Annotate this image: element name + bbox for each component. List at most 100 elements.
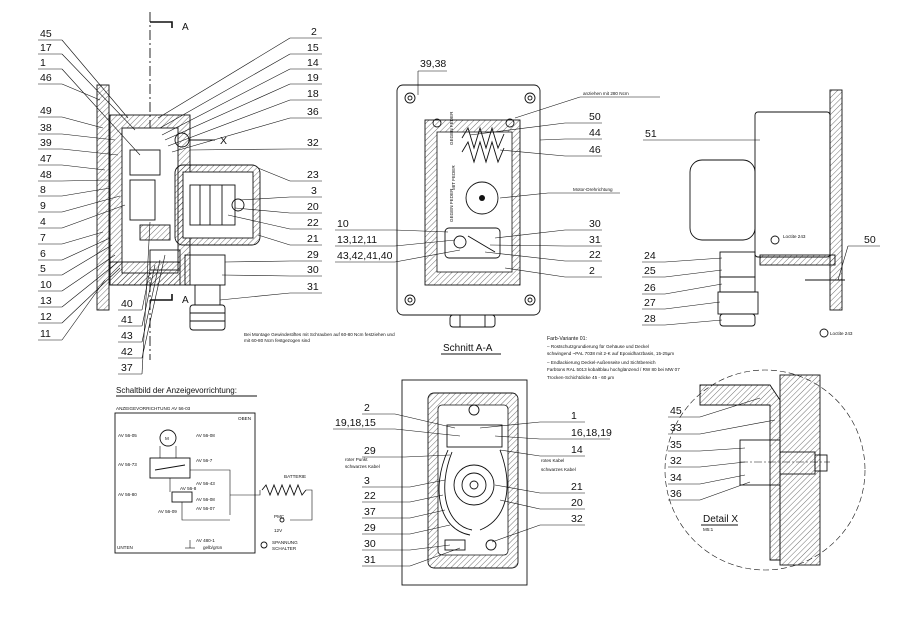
label: 51 <box>645 128 657 140</box>
label: AV 56-07 <box>196 506 215 511</box>
label: 22 <box>589 249 601 261</box>
label: 13,12,11 <box>337 234 377 246</box>
label: 2 <box>589 265 595 277</box>
label: AV 56-09 <box>158 509 177 514</box>
label: 29 <box>364 522 376 534</box>
label: BATTERIE <box>284 474 306 479</box>
label: 45 <box>40 28 52 40</box>
schematic-title: Schaltbild der Anzeigevorrichtung: <box>116 386 237 395</box>
label: 8 <box>40 184 46 196</box>
label: 1 <box>571 410 577 422</box>
schematic-view: Schaltbild der Anzeigevorrichtung: ANZEI… <box>114 386 313 554</box>
label: 48 <box>40 169 52 181</box>
label: 12V <box>274 528 283 533</box>
detail-x-scale: M5:1 <box>703 527 714 532</box>
main-section-view: A A X Bei Montage Gewindestiftes mit Sch… <box>96 12 395 360</box>
label: 40 <box>121 298 133 310</box>
label: 45 <box>670 405 682 417</box>
label: AV 56-73 <box>118 462 137 467</box>
label: 30 <box>307 264 319 276</box>
label: 50 <box>864 234 876 246</box>
paint-line: – Rostschutzgrundierung für Gehäuse und … <box>547 344 649 349</box>
label: M <box>165 436 169 441</box>
label: 35 <box>670 439 682 451</box>
label: 31 <box>307 281 319 293</box>
label: 2 <box>364 402 370 414</box>
mount-note: Bei Montage Gewindestiftes mit Schrauben… <box>244 332 395 337</box>
paint-line: – Endlackierung Deckel-Außenseite und Si… <box>547 360 656 365</box>
label: 23 <box>307 169 319 181</box>
wire-note: schwarzes Kabel <box>541 467 576 472</box>
label: 4 <box>40 216 46 228</box>
label: 10 <box>337 218 349 230</box>
label: 25 <box>644 265 656 277</box>
paint-line: schwingend ~PAL 7038 mit 2-K auf Epoxidh… <box>547 351 674 356</box>
label: 9 <box>40 200 46 212</box>
detail-x-title: Detail X <box>703 514 738 525</box>
label: 46 <box>589 144 601 156</box>
label: 24 <box>644 250 656 262</box>
label: 14 <box>307 57 319 69</box>
label: AV 56-8 <box>180 486 197 491</box>
label: 44 <box>589 127 601 139</box>
label: 33 <box>670 422 682 434</box>
label: 31 <box>589 234 601 246</box>
detail-x-view: 45 33 35 32 34 36 Detail X M5:1 <box>664 369 866 571</box>
label: 42 <box>121 346 133 358</box>
schematic-subtitle: ANZEIGEVORRICHTUNG AV 56-03 <box>116 406 191 411</box>
label: AV 56-08 <box>196 497 215 502</box>
label: SCHALTER <box>272 546 297 551</box>
label: 32 <box>571 513 583 525</box>
label: 30 <box>589 218 601 230</box>
label: 26 <box>644 282 656 294</box>
label: 12 <box>40 311 52 323</box>
wall <box>96 84 110 311</box>
label: AV 56-05 <box>118 433 137 438</box>
aa-top-label: 39,38 <box>420 58 446 70</box>
label: 3 <box>364 475 370 487</box>
section-mark-top: A <box>182 22 189 33</box>
label: 13 <box>40 295 52 307</box>
label: 17 <box>40 42 52 54</box>
label: 21 <box>571 481 583 493</box>
label: 19 <box>307 72 319 84</box>
label: 22 <box>307 217 319 229</box>
label: 28 <box>644 313 656 325</box>
torque-note: anziehen mit 280 Ncm <box>583 91 629 96</box>
paint-line: Trocken-Schichtdicke 45 - 60 µm <box>547 375 614 380</box>
label: 5 <box>40 263 46 275</box>
wire-note: rotes Kabel <box>541 458 564 463</box>
wiring-view: 2 19,18,15 29 3 22 37 29 30 31 roter Pun… <box>333 379 612 586</box>
section-aa-title: Schnitt A-A <box>443 343 493 354</box>
label: 27 <box>644 297 656 309</box>
label: 3 <box>311 185 317 197</box>
svg-text:GEGEN FEDER: GEGEN FEDER <box>449 188 454 222</box>
svg-text:GEGEN FEDER: GEGEN FEDER <box>449 111 454 145</box>
label: 32 <box>670 455 682 467</box>
label: 10 <box>40 279 52 291</box>
label: AV 480-1 <box>196 538 215 543</box>
label: 15 <box>307 42 319 54</box>
section-aa-view: GEGEN FEDER MIT FEDER GEGEN FEDER 39,38 … <box>335 58 660 355</box>
label: 11 <box>40 328 51 340</box>
label: 1 <box>40 57 46 69</box>
label: 6 <box>40 248 46 260</box>
motor-note: Motor-Drehrichtung <box>573 187 613 192</box>
paint-heading: Farb-Variante 01: <box>547 336 587 342</box>
section-mark-bottom: A <box>182 295 189 306</box>
label: AV 56-08 <box>196 433 215 438</box>
label: 41 <box>121 314 133 326</box>
label: AV 56-7 <box>196 458 213 463</box>
label: UNTEN <box>117 545 133 550</box>
label: gelb/grün <box>203 545 223 550</box>
label: 36 <box>307 106 319 118</box>
label: 2 <box>311 26 317 38</box>
label: 18 <box>307 88 319 100</box>
label: 37 <box>364 506 376 518</box>
label: 43,42,41,40 <box>337 250 393 262</box>
paint-line: Farbtons RAL 5013 kobaltblau hochglänzen… <box>547 367 680 372</box>
side-fill2: Loctite 243 <box>830 331 853 336</box>
label: 43 <box>121 330 133 342</box>
label: SPANNUNG <box>272 540 298 545</box>
